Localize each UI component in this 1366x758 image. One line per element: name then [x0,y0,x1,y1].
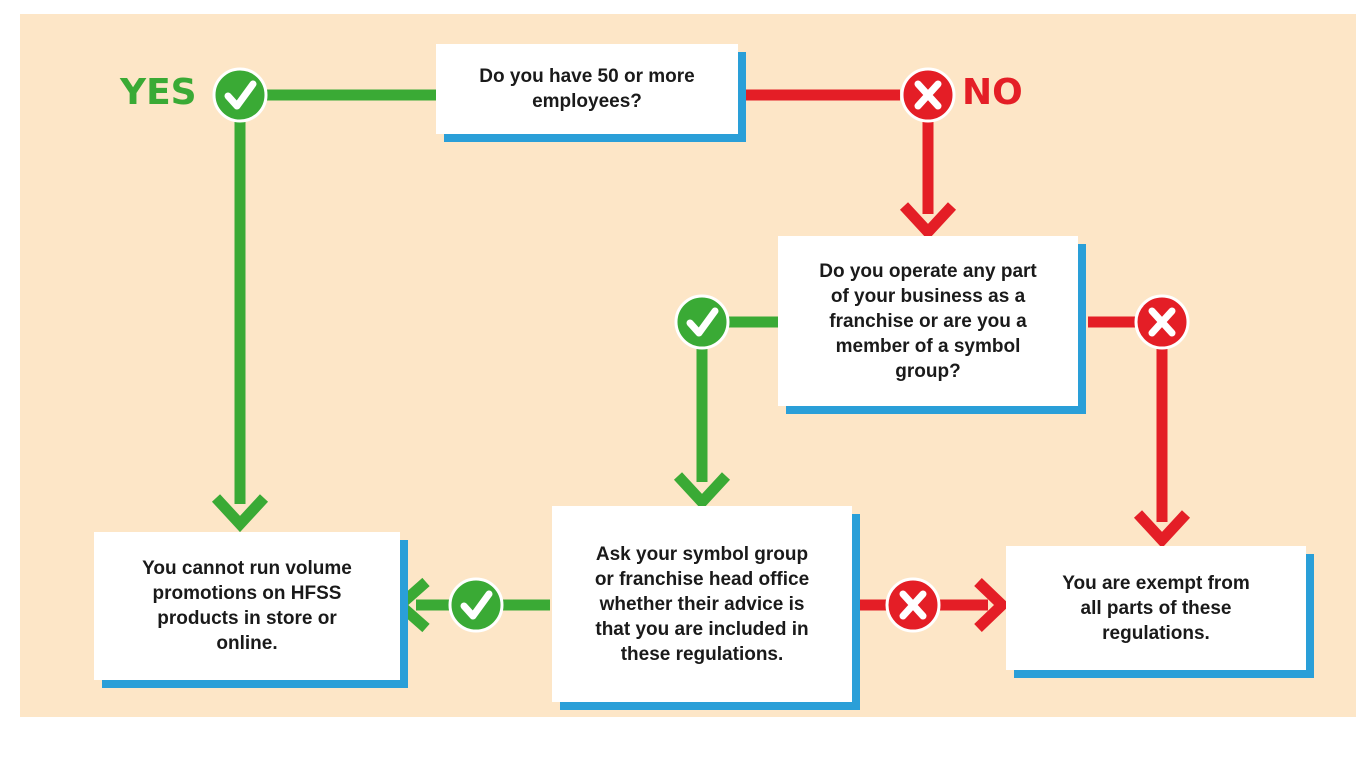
yes-arrowhead-down-left [211,494,269,533]
exempt-box: You are exempt from all parts of these r… [1006,546,1306,670]
check-icon [674,294,730,350]
exempt-text: You are exempt from all parts of these r… [1062,572,1250,644]
check-icon [448,577,504,633]
ask-head-office-box: Ask your symbol group or franchise head … [552,506,852,702]
franchise-question-box: Do you operate any part of your business… [778,236,1078,406]
no-arrowhead-down-top [899,202,957,241]
cannot-run-text: You cannot run volume promotions on HFSS… [142,558,352,654]
employees-question-text: Do you have 50 or more employees? [479,66,695,112]
no-arrowhead-down-right [1133,510,1191,549]
yes-arrowhead-down-middle [673,472,731,511]
franchise-question-text: Do you operate any part of your business… [819,260,1037,382]
yes-arrowhead-left-bottom [391,577,430,633]
no-arrowhead-right-bottom [974,578,1010,632]
yes-label: YES [120,72,197,113]
no-label: NO [962,72,1023,113]
x-icon [885,577,941,633]
check-icon [212,67,268,123]
employees-question-box: Do you have 50 or more employees? [436,44,738,134]
flow-connectors [211,67,1191,633]
flowchart-canvas: YES NO Do you have 50 or more employees?… [20,14,1356,717]
cannot-run-box: You cannot run volume promotions on HFSS… [94,532,400,680]
x-icon [1134,294,1190,350]
ask-head-office-text: Ask your symbol group or franchise head … [594,543,810,665]
x-icon [900,67,956,123]
